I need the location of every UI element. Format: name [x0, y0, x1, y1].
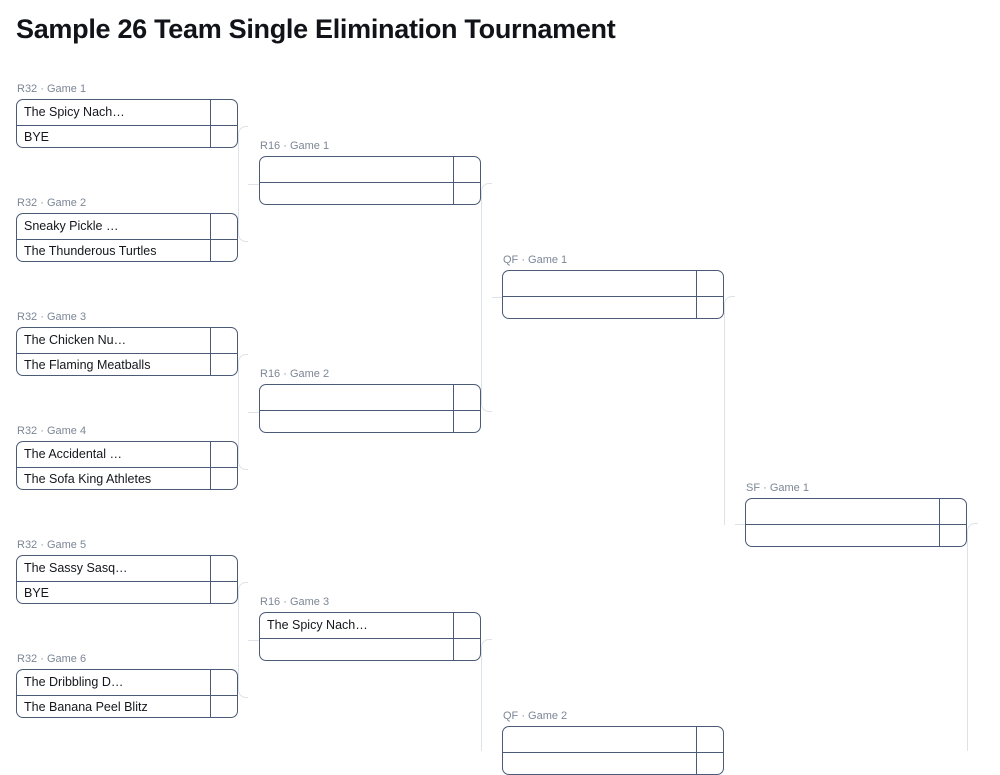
- match-box[interactable]: [502, 270, 724, 319]
- match-box[interactable]: Sneaky Pickle … The Thunderous Turtles: [16, 213, 238, 262]
- match-slot[interactable]: [503, 752, 723, 775]
- match-label: R16 · Game 2: [260, 368, 329, 381]
- match-slot[interactable]: The Sassy Sasq…: [17, 556, 237, 581]
- team-score[interactable]: [453, 639, 480, 662]
- tournament-bracket: R32 · Game 1 The Spicy Nach… BYE R32 · G…: [0, 0, 1000, 751]
- match-slot[interactable]: The Spicy Nach…: [17, 100, 237, 125]
- match-box[interactable]: The Sassy Sasq… BYE: [16, 555, 238, 604]
- connector-r32-g3-g4: [238, 354, 248, 470]
- team-score[interactable]: [696, 297, 723, 320]
- match-box[interactable]: The Chicken Nu… The Flaming Meatballs: [16, 327, 238, 376]
- match-box[interactable]: The Spicy Nach… BYE: [16, 99, 238, 148]
- team-score[interactable]: [210, 328, 237, 353]
- team-name: The Dribbling D…: [17, 675, 210, 689]
- team-name: BYE: [17, 586, 210, 600]
- match-label: R16 · Game 3: [260, 596, 329, 609]
- match-slot[interactable]: [260, 385, 480, 410]
- match-slot[interactable]: [746, 499, 966, 524]
- team-score[interactable]: [210, 100, 237, 125]
- match-label: R32 · Game 5: [17, 539, 86, 552]
- team-score[interactable]: [210, 556, 237, 581]
- team-score[interactable]: [696, 271, 723, 296]
- team-score[interactable]: [939, 499, 966, 524]
- connector-r32-g5-g6: [238, 582, 248, 698]
- team-score[interactable]: [210, 126, 237, 149]
- match-box[interactable]: The Spicy Nach…: [259, 612, 481, 661]
- team-name: The Sassy Sasq…: [17, 561, 210, 575]
- match-slot[interactable]: The Accidental …: [17, 442, 237, 467]
- match-slot[interactable]: Sneaky Pickle …: [17, 214, 237, 239]
- match-slot[interactable]: [260, 182, 480, 206]
- match-slot[interactable]: [746, 524, 966, 548]
- team-score[interactable]: [210, 582, 237, 605]
- connector-stub-sf-g1: [735, 524, 745, 525]
- match-slot[interactable]: The Flaming Meatballs: [17, 353, 237, 377]
- team-name: The Spicy Nach…: [17, 105, 210, 119]
- connector-r32-g1-g2: [238, 126, 248, 242]
- match-slot[interactable]: [503, 727, 723, 752]
- team-name: BYE: [17, 130, 210, 144]
- match-label: R32 · Game 6: [17, 653, 86, 666]
- team-score[interactable]: [453, 613, 480, 638]
- connector-sf-g1-to-final: [967, 523, 978, 751]
- match-label: R32 · Game 4: [17, 425, 86, 438]
- match-label: R16 · Game 1: [260, 140, 329, 153]
- match-box[interactable]: [259, 384, 481, 433]
- match-label: QF · Game 1: [503, 254, 567, 267]
- match-slot[interactable]: The Thunderous Turtles: [17, 239, 237, 263]
- match-box[interactable]: The Dribbling D… The Banana Peel Blitz: [16, 669, 238, 718]
- team-score[interactable]: [210, 354, 237, 377]
- connector-stub-r16-g1: [248, 184, 259, 185]
- match-slot[interactable]: [260, 157, 480, 182]
- team-name: The Flaming Meatballs: [17, 358, 210, 372]
- match-label: R32 · Game 3: [17, 311, 86, 324]
- match-slot[interactable]: The Banana Peel Blitz: [17, 695, 237, 719]
- team-score[interactable]: [696, 753, 723, 775]
- team-name: The Chicken Nu…: [17, 333, 210, 347]
- match-slot[interactable]: [503, 296, 723, 320]
- match-box[interactable]: [259, 156, 481, 205]
- team-score[interactable]: [210, 670, 237, 695]
- team-score[interactable]: [210, 240, 237, 263]
- match-slot[interactable]: The Spicy Nach…: [260, 613, 480, 638]
- team-score[interactable]: [453, 183, 480, 206]
- team-score[interactable]: [939, 525, 966, 548]
- match-box[interactable]: [745, 498, 967, 547]
- match-slot[interactable]: The Dribbling D…: [17, 670, 237, 695]
- connector-stub-r16-g2: [248, 412, 259, 413]
- match-slot[interactable]: BYE: [17, 581, 237, 605]
- team-score[interactable]: [453, 157, 480, 182]
- match-slot[interactable]: The Sofa King Athletes: [17, 467, 237, 491]
- match-label: R32 · Game 2: [17, 197, 86, 210]
- team-name: The Thunderous Turtles: [17, 244, 210, 258]
- match-label: R32 · Game 1: [17, 83, 86, 96]
- team-name: The Spicy Nach…: [260, 618, 453, 632]
- team-score[interactable]: [453, 385, 480, 410]
- match-label: SF · Game 1: [746, 482, 809, 495]
- match-label: QF · Game 2: [503, 710, 567, 723]
- team-score[interactable]: [696, 727, 723, 752]
- match-box[interactable]: The Accidental … The Sofa King Athletes: [16, 441, 238, 490]
- team-score[interactable]: [210, 696, 237, 719]
- match-slot[interactable]: BYE: [17, 125, 237, 149]
- connector-stub-qf-g1: [492, 297, 502, 298]
- team-score[interactable]: [210, 442, 237, 467]
- team-name: The Sofa King Athletes: [17, 472, 210, 486]
- connector-stub-r16-g3: [248, 640, 259, 641]
- match-slot[interactable]: The Chicken Nu…: [17, 328, 237, 353]
- connector-r16-g3-to-qf-g2: [481, 639, 492, 751]
- connector-qf-g1-to-sf-g1: [724, 296, 735, 525]
- connector-r16-g1-g2: [481, 183, 492, 412]
- match-slot[interactable]: [260, 410, 480, 434]
- team-name: Sneaky Pickle …: [17, 219, 210, 233]
- match-slot[interactable]: [260, 638, 480, 662]
- team-score[interactable]: [453, 411, 480, 434]
- match-slot[interactable]: [503, 271, 723, 296]
- team-score[interactable]: [210, 214, 237, 239]
- team-name: The Accidental …: [17, 447, 210, 461]
- team-name: The Banana Peel Blitz: [17, 700, 210, 714]
- team-score[interactable]: [210, 468, 237, 491]
